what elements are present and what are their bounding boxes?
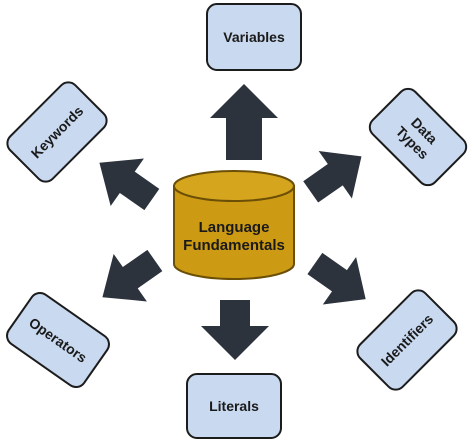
arrow-to-literals [201, 300, 269, 360]
label-literals: Literals [209, 398, 259, 414]
center-cylinder: Language Fundamentals [173, 170, 295, 280]
label-variables: Variables [223, 29, 285, 45]
arrow-to-variables [210, 84, 278, 160]
node-variables: Variables [206, 3, 302, 71]
node-keywords: Keywords [6, 81, 108, 183]
node-operators: Operators [6, 291, 110, 389]
node-identifiers: Identifiers [356, 289, 458, 391]
arrow-to-keywords [99, 158, 160, 211]
arrow-to-identifiers [307, 252, 366, 305]
arrow-to-operators [102, 249, 163, 302]
arrow-to-data-types [303, 150, 362, 203]
node-data-types: Data Types [368, 87, 468, 187]
node-literals: Literals [186, 373, 282, 439]
center-label-line1: Language [199, 219, 270, 236]
center-label-line2: Fundamentals [183, 237, 285, 254]
